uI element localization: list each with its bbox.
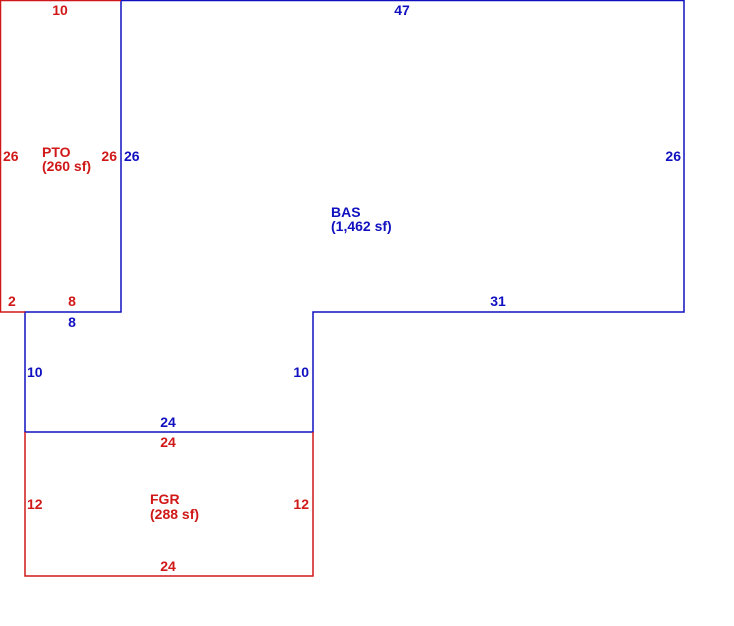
dim-fgr-left: 12 [27,496,43,512]
dim-pto-bottom-left: 2 [8,293,16,309]
dim-fgr-bottom: 24 [160,558,176,574]
dim-pto-right: 26 [101,148,117,164]
pto-area-label: (260 sf) [42,158,91,174]
dim-pto-top: 10 [52,2,68,18]
dim-fgr-top: 24 [160,434,176,450]
dim-bas-step-side: 10 [293,364,309,380]
bas-code-label: BAS [331,204,361,220]
dim-bas-bottom: 24 [160,414,176,430]
fgr-outline [24,432,314,577]
dim-bas-notch-bottom: 8 [68,314,76,330]
fgr-code-label: FGR [150,491,180,507]
pto-code-label: PTO [42,144,71,160]
dim-bas-right: 26 [665,148,681,164]
dim-fgr-right: 12 [293,496,309,512]
fgr-area-label: (288 sf) [150,506,199,522]
pto-outline [0,0,121,313]
dim-pto-left: 26 [3,148,19,164]
dim-bas-left-lower: 10 [27,364,43,380]
dim-bas-step-top: 31 [490,293,506,309]
dim-bas-left-upper: 26 [124,148,140,164]
dim-bas-top: 47 [394,2,410,18]
bas-area-label: (1,462 sf) [331,218,392,234]
dim-pto-bottom-right: 8 [68,293,76,309]
